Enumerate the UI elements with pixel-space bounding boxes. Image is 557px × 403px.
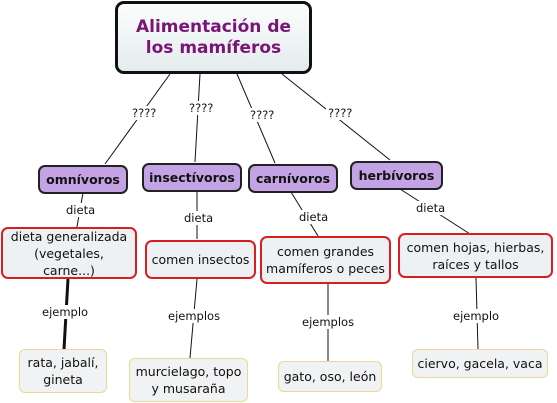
example-link-label-carnivoros: ejemplos (300, 315, 357, 329)
category-insectivoros: insectívoros (142, 163, 242, 192)
category-herbivoros-label: herbívoros (358, 168, 435, 183)
diet-link-label-omnivoros: dieta (64, 203, 98, 217)
examples-omnivoros: rata, jabalí, gineta (19, 349, 107, 393)
example-link-label-herbivoros: ejemplo (451, 309, 502, 323)
link-label-carnivoros: ???? (248, 108, 277, 122)
examples-carnivoros-text: gato, oso, león (283, 369, 377, 384)
category-omnivoros-label: omnívoros (46, 172, 120, 187)
examples-herbivoros-text: ciervo, gacela, vaca (417, 356, 543, 371)
diet-link-label-carnivoros: dieta (297, 210, 331, 224)
examples-carnivoros: gato, oso, león (278, 361, 382, 392)
link-label-herbivoros: ???? (326, 106, 355, 120)
example-link-label-omnivoros: ejemplo (40, 305, 91, 319)
diet-carnivoros: comen grandes mamíferos o peces (260, 236, 391, 284)
diet-link-label-insectivoros: dieta (182, 211, 216, 225)
examples-omnivoros-text: rata, jabalí, gineta (27, 355, 99, 387)
link-label-omnivoros: ???? (130, 106, 159, 120)
diet-omnivoros: dieta generalizada (vegetales, carne...) (1, 227, 137, 279)
diet-insectivoros-text: comen insectos (151, 252, 250, 267)
diet-herbivoros: comen hojas, hierbas, raíces y tallos (398, 233, 553, 278)
example-link-label-insectivoros: ejemplos (166, 309, 223, 323)
diet-insectivoros: comen insectos (145, 240, 256, 279)
diet-herbivoros-text: comen hojas, hierbas, raíces y tallos (406, 239, 545, 272)
diet-link-label-herbivoros: dieta (414, 201, 448, 215)
link-label-insectivoros: ???? (187, 101, 216, 115)
examples-insectivoros: murcielago, topo y musaraña (129, 358, 248, 402)
category-herbivoros: herbívoros (350, 161, 443, 190)
examples-herbivoros: ciervo, gacela, vaca (412, 349, 548, 378)
category-carnivoros-label: carnívoros (255, 171, 331, 186)
root-title: Alimentación de los mamíferos (135, 16, 292, 58)
category-insectivoros-label: insectívoros (149, 170, 235, 185)
root-topic: Alimentación de los mamíferos (115, 1, 312, 74)
diet-carnivoros-text: comen grandes mamíferos o peces (266, 244, 385, 276)
diet-omnivoros-text: dieta generalizada (vegetales, carne...) (10, 228, 128, 278)
examples-insectivoros-text: murcielago, topo y musaraña (135, 364, 242, 396)
category-carnivoros: carnívoros (248, 164, 338, 193)
category-omnivoros: omnívoros (38, 165, 128, 194)
